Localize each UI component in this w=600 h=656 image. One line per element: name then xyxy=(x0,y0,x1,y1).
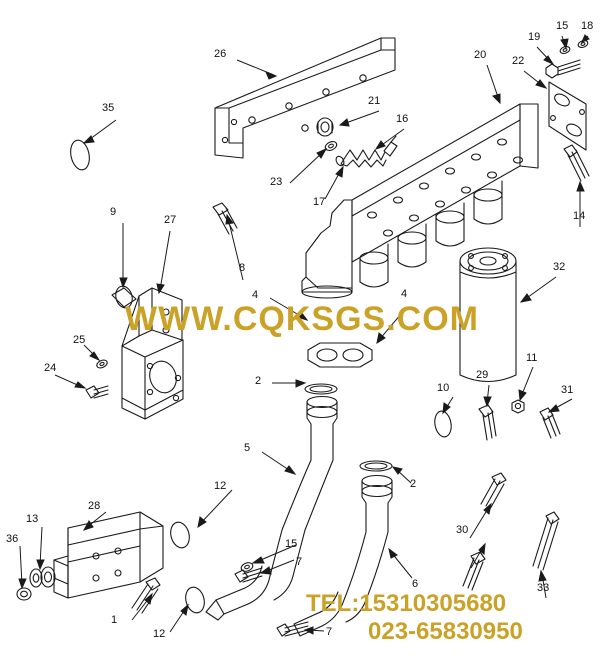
part-15-washer-top xyxy=(559,45,571,55)
callout-30: 30 xyxy=(456,524,469,536)
part-22-flange xyxy=(548,81,587,151)
callout-8: 8 xyxy=(239,262,246,274)
callout-31: 31 xyxy=(561,384,574,396)
part-28-outlet-housing xyxy=(40,511,164,599)
part-8-bolt xyxy=(212,202,238,235)
callout-14: 14 xyxy=(573,210,586,222)
callout-13: 13 xyxy=(26,513,39,525)
callout-10: 10 xyxy=(437,382,450,394)
callout-17: 17 xyxy=(313,196,326,208)
callout-19: 19 xyxy=(528,31,541,43)
phone-line-2: 023-65830950 xyxy=(368,618,523,645)
callout-2b: 2 xyxy=(410,478,417,490)
part-24-bolt xyxy=(85,385,109,399)
callout-15b: 15 xyxy=(285,538,298,550)
part-4-gasket-flange xyxy=(307,342,373,368)
callout-26: 26 xyxy=(214,48,227,60)
part-16-pin xyxy=(383,135,398,157)
callout-11: 11 xyxy=(526,352,538,364)
part-25-washer xyxy=(96,359,108,369)
callout-23: 23 xyxy=(270,176,283,188)
callout-7a: 7 xyxy=(296,556,303,568)
part-31-bolt xyxy=(539,407,561,439)
part-10-gasket xyxy=(434,410,452,438)
part-13-seal xyxy=(29,568,43,588)
part-14-stud xyxy=(563,144,590,182)
callout-6: 6 xyxy=(412,578,419,590)
callout-22: 22 xyxy=(512,55,525,67)
part-36-oring xyxy=(16,587,32,601)
part-12-gasket-lower xyxy=(185,586,205,614)
callout-36: 36 xyxy=(6,533,19,545)
part-35-gasket xyxy=(70,139,90,171)
callout-35: 35 xyxy=(102,102,115,114)
callout-15a: 15 xyxy=(556,20,569,32)
callout-18: 18 xyxy=(581,20,594,32)
part-9-cover-plate xyxy=(111,285,137,309)
callout-25: 25 xyxy=(73,334,86,346)
callout-28: 28 xyxy=(88,500,101,512)
callout-5: 5 xyxy=(244,442,251,454)
callout-33: 33 xyxy=(537,582,550,594)
part-21-plug xyxy=(316,117,334,137)
callout-4b: 4 xyxy=(401,288,408,300)
part-33-long-bolt xyxy=(532,511,560,571)
callout-21: 21 xyxy=(368,95,381,107)
part-26-mounting-plate xyxy=(214,37,396,159)
part-23-washer xyxy=(324,141,338,151)
part-30-bolt-lower xyxy=(462,551,486,591)
part-2-oring-upper xyxy=(304,383,338,395)
callout-7b: 7 xyxy=(326,626,333,638)
callout-1: 1 xyxy=(111,614,118,626)
callout-20: 20 xyxy=(474,49,487,61)
phone-line-1: TEL:15310305680 xyxy=(306,590,507,617)
part-27-housing xyxy=(121,287,184,420)
part-2-oring-lower xyxy=(359,460,393,472)
part-15-washer-mid xyxy=(240,562,254,572)
part-20-exhaust-manifold xyxy=(301,103,539,299)
part-29-bolt xyxy=(478,404,497,441)
part-32-oil-filter xyxy=(459,247,517,383)
callout-2a: 2 xyxy=(255,375,262,387)
callout-24: 24 xyxy=(44,362,57,374)
callout-16: 16 xyxy=(396,113,409,125)
part-17-spring xyxy=(335,149,387,168)
part-7-bolt-lower xyxy=(276,621,309,637)
callout-27: 27 xyxy=(164,214,177,226)
part-5-water-pipe-left xyxy=(205,395,338,621)
part-30-bolt xyxy=(480,472,507,510)
watermark-text: WWW.CQKSGS.COM xyxy=(125,300,479,338)
part-7-bolt-mid xyxy=(234,567,263,583)
callout-9: 9 xyxy=(110,206,117,218)
callout-32: 32 xyxy=(553,261,566,273)
callout-12a: 12 xyxy=(214,480,227,492)
part-11-nut xyxy=(511,399,525,414)
callout-12b: 12 xyxy=(153,628,166,640)
part-12-gasket-upper xyxy=(170,521,190,549)
callout-29: 29 xyxy=(476,369,489,381)
callout-4a: 4 xyxy=(252,289,259,301)
